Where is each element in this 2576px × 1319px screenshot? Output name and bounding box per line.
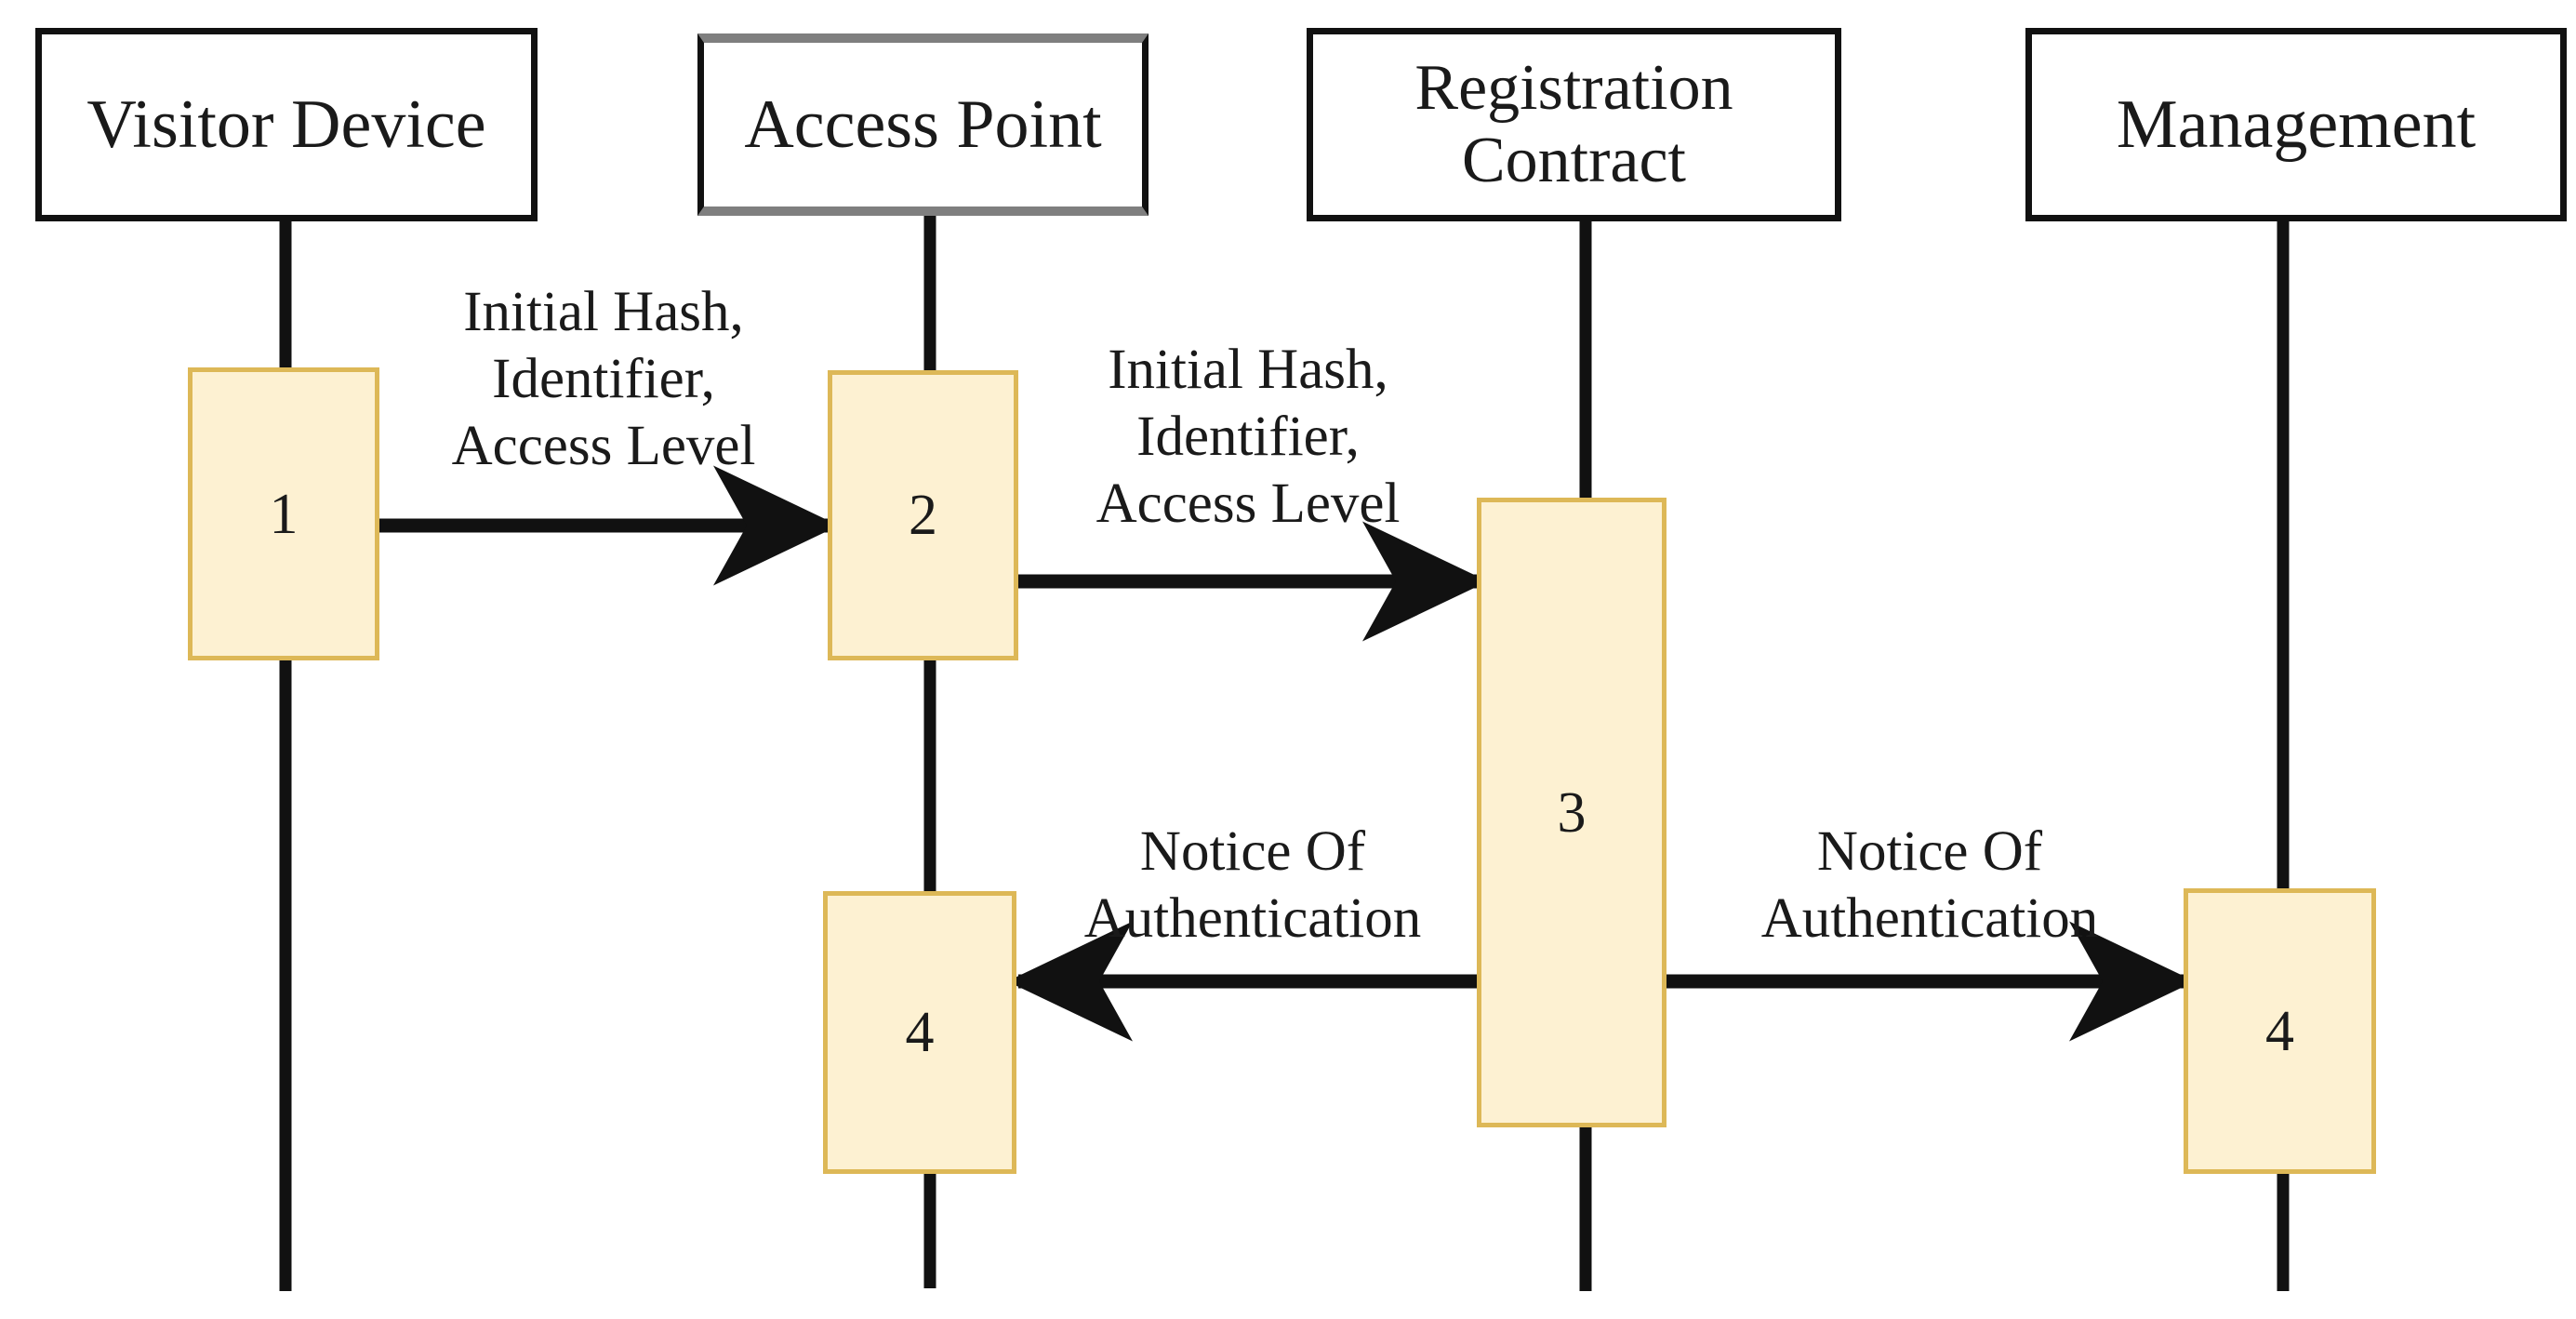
message-label-msg-1: Initial Hash, Identifier, Access Level — [451, 281, 756, 477]
message-label-msg-3: Notice Of Authentication — [1083, 820, 1422, 950]
activation-bar-act-ap-4[interactable]: 4 — [823, 891, 1016, 1174]
participant-label-management: Management — [2116, 86, 2476, 163]
participant-label-registration-contract: Registration Contract — [1414, 51, 1733, 196]
activation-step-number: 3 — [1557, 780, 1587, 845]
activation-step-number: 4 — [2265, 999, 2294, 1063]
participant-box-access-point[interactable]: Access Point — [697, 33, 1149, 216]
participant-box-visitor-device[interactable]: Visitor Device — [35, 28, 538, 221]
message-label-msg-2: Initial Hash, Identifier, Access Level — [1095, 339, 1401, 535]
participant-label-visitor-device: Visitor Device — [86, 86, 486, 163]
activation-bar-act-ap-2[interactable]: 2 — [828, 370, 1018, 660]
activation-step-number: 4 — [905, 1001, 935, 1064]
message-label-msg-4: Notice Of Authentication — [1760, 820, 2099, 950]
activation-bar-act-rc-3[interactable]: 3 — [1477, 498, 1666, 1127]
activation-bar-act-visitor-1[interactable]: 1 — [188, 367, 379, 660]
participant-label-access-point: Access Point — [744, 86, 1102, 163]
activation-step-number: 2 — [909, 484, 937, 547]
message-arrows-group — [379, 465, 2196, 1042]
participant-box-registration-contract[interactable]: Registration Contract — [1307, 28, 1841, 221]
participant-box-management[interactable]: Management — [2025, 28, 2567, 221]
activation-bar-act-mgmt-4[interactable]: 4 — [2184, 888, 2376, 1174]
activation-step-number: 1 — [269, 482, 299, 546]
